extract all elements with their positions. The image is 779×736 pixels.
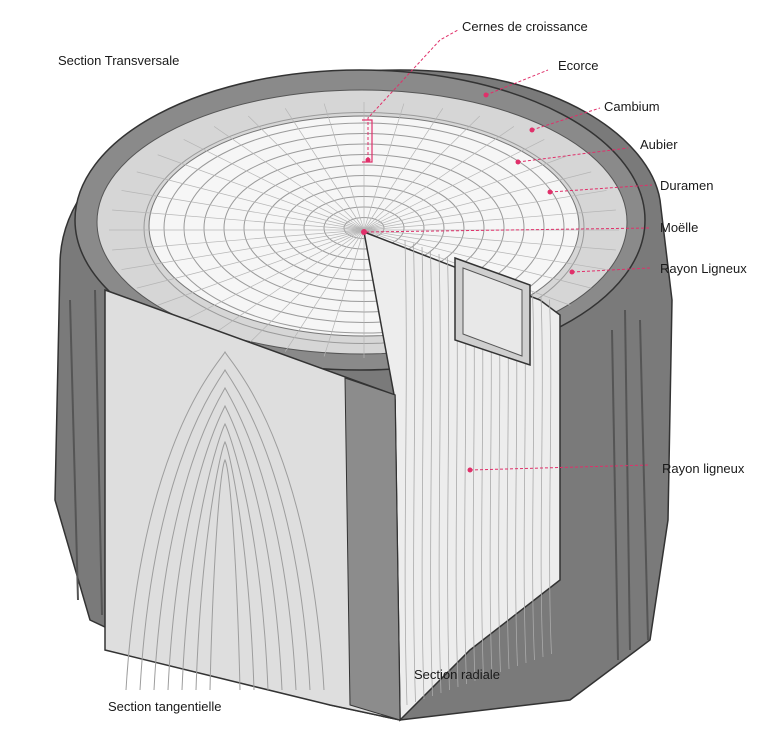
label-duramen: Duramen: [660, 178, 713, 194]
label-cambium: Cambium: [604, 99, 660, 115]
label-rayon-ligneux-top: Rayon Ligneux: [660, 261, 747, 277]
tangential-bark-strip: [345, 378, 400, 720]
label-ecorce: Ecorce: [558, 58, 598, 74]
label-cernes-croissance: Cernes de croissance: [462, 19, 588, 35]
label-section-tangentielle: Section tangentielle: [108, 699, 221, 715]
label-aubier: Aubier: [640, 137, 678, 153]
label-rayon-ligneux-side: Rayon ligneux: [662, 461, 744, 477]
label-moelle: Moëlle: [660, 220, 698, 236]
label-section-transversale: Section Transversale: [58, 53, 179, 69]
label-section-radiale: Section radiale: [414, 667, 500, 683]
